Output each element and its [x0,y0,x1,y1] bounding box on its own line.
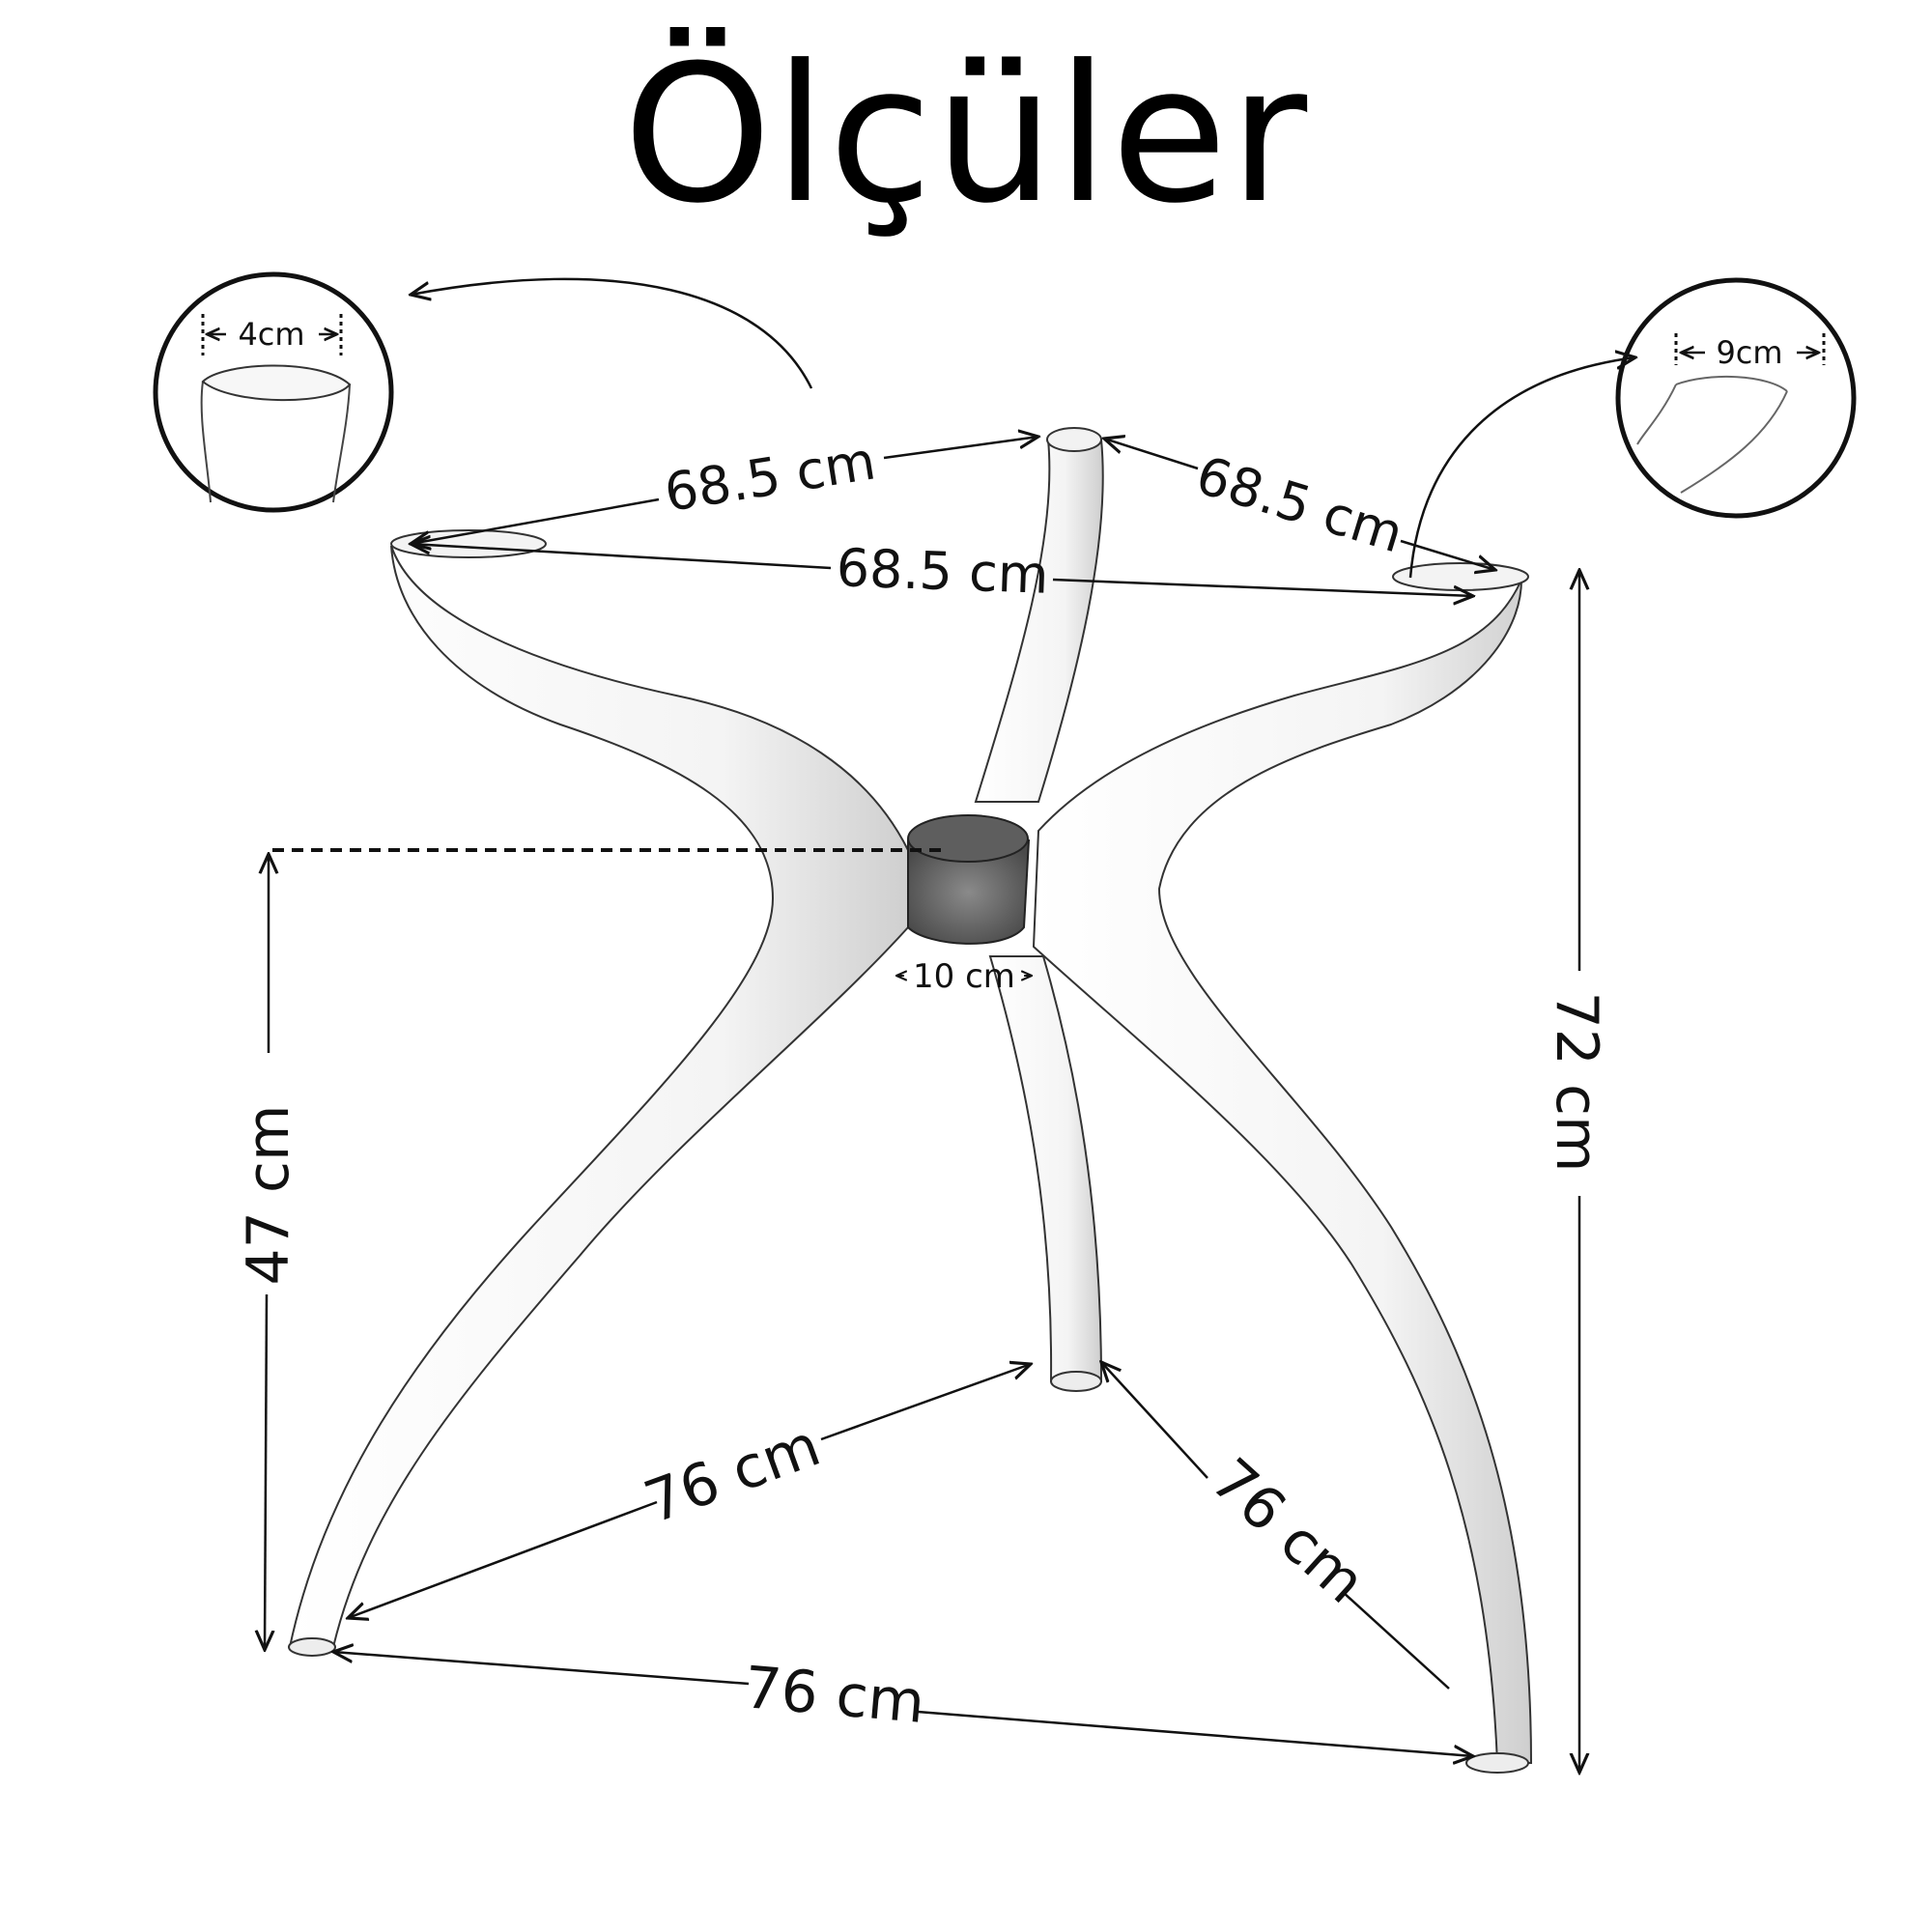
page-title: Ölçüler [622,25,1310,245]
center-hub [907,814,1031,945]
dim-line-bottom-left-a [348,1500,658,1618]
detail-width-label-left: 4cm [238,316,304,353]
dim-line-hub-height-b [265,1293,267,1650]
dim-label-total-height: 72 cm [1543,992,1610,1173]
dim-label-bottom-left: 76 cm [636,1411,829,1537]
dim-line-top-cross-a [411,544,832,570]
dim-label-top-cross: 68.5 cm [836,537,1050,606]
detail-width-label-right: 9cm [1716,334,1782,371]
right-leg [1032,562,1533,1774]
dim-label-bottom-right: 76 cm [1199,1446,1378,1617]
dim-label-top-left: 68.5 cm [661,430,880,524]
dim-line-bottom-left-b [820,1364,1031,1441]
detail-circle-leg-foot [1615,277,1857,519]
dim-line-bottom-right-a [1101,1362,1208,1479]
left-leg [288,529,909,1657]
detail-pointer-arrow-left [411,277,813,389]
dim-label-hub-height: 47 cm [235,1105,302,1286]
dim-label-bottom-cross: 76 cm [742,1654,927,1737]
dim-label-top-right: 68.5 cm [1189,444,1410,564]
dim-line-top-right-b [1400,539,1495,570]
dim-line-top-left-a [411,497,660,544]
dim-line-bottom-right-b [1342,1591,1450,1690]
dim-line-top-left-b [883,437,1038,460]
dim-line-top-right-a [1104,439,1199,470]
back-leg [974,427,1104,1392]
detail-circle-leg-top [153,271,394,513]
dim-label-hub: 10 cm [913,957,1015,996]
dim-line-top-cross-b [1052,578,1473,596]
dim-line-bottom-cross-b [917,1710,1473,1756]
dim-line-bottom-cross-a [333,1652,750,1686]
detail-pointer-arrow-right [1408,357,1635,579]
